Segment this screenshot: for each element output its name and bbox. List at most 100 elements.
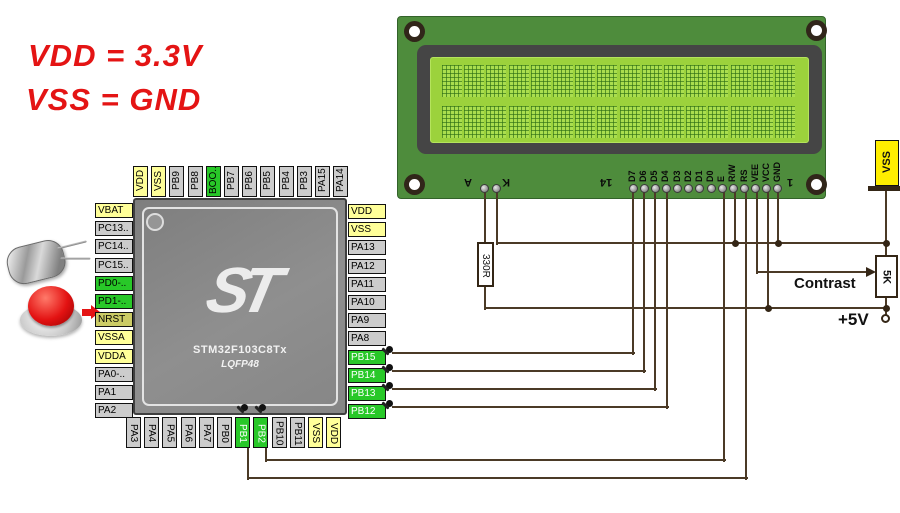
chip-pin-pb4[interactable]: PB4 [278,166,294,197]
chip-pin-pa5[interactable]: PA5 [162,417,178,448]
chip-part-number: STM32F103C8Tx [193,344,287,356]
lcd-pad [762,183,772,193]
lcd-pad [751,183,761,193]
mounting-hole [806,174,827,195]
lcd-cell [664,65,684,97]
lcd-cell [730,65,751,97]
wire-pb15-d7 [632,190,634,355]
chip-pin-vdd[interactable]: VDD [133,166,148,197]
chip-pin-pb3[interactable]: PB3 [296,166,312,197]
chip-pin-pc13[interactable]: PC13.. [95,221,133,237]
chip-pin-pa2[interactable]: PA2 [95,403,133,419]
chip-pin-pa10[interactable]: PA10 [348,295,386,310]
chip-pin-pc14[interactable]: PC14.. [95,239,133,255]
lcd-backlight-cathode-label: K [502,176,510,188]
chip-pin-pd0[interactable]: PD0-.. [95,275,133,291]
chip-pin-pb0[interactable]: PB0 [217,417,232,448]
contrast-potentiometer[interactable]: 5K [875,255,898,298]
vss-annotation: VSS = GND [26,82,202,117]
chip-pin-pa4[interactable]: PA4 [144,417,160,448]
chip-pin-vdd[interactable]: VDD [348,204,386,219]
wire-pb1-rs [247,448,249,480]
chip-pin-nrst[interactable]: NRST [95,312,133,328]
lcd-cell [775,65,795,97]
pot-wiper-arrow-icon [866,267,876,277]
chip-pin-pb8[interactable]: PB8 [187,166,203,197]
chip-pin-vdd[interactable]: VDD [326,417,342,448]
wire-pb12-d4 [392,406,669,408]
chip-pin-boo[interactable]: BOO.. [205,166,221,197]
chip-pin-pa11[interactable]: PA11 [348,276,386,292]
wire-pb14-d6 [392,370,646,372]
button-cap[interactable] [28,286,74,326]
wire-res-5v [485,307,888,309]
chip-pin-pb11[interactable]: PB11 [289,417,305,448]
wire-pb2-e [265,448,267,462]
chip-pin-pb13[interactable]: PB13 [348,386,386,401]
chip-package: LQFP48 [221,359,259,370]
lcd-pin-label-d3: D3 [671,170,682,182]
chip-pin-pd1[interactable]: PD1-.. [95,294,133,309]
chip-pin-pa0[interactable]: PA0-.. [95,366,133,382]
chip-pin-pa12[interactable]: PA12 [348,258,386,274]
nrst-arrow-icon [82,305,100,320]
chip-pin-pc15[interactable]: PC15.. [95,257,133,273]
chip-pin-pa6[interactable]: PA6 [180,417,196,448]
chip-pin-vss[interactable]: VSS [151,166,167,197]
wire-vee-pot [757,271,869,273]
chip-pin-pb9[interactable]: PB9 [169,166,185,197]
reset-button-image[interactable] [20,286,82,338]
chip-pin-vbat[interactable]: VBAT [95,203,133,218]
crystal-leg [60,257,91,260]
wire-a-res [484,190,486,245]
lcd-pad [717,183,727,193]
lcd-cell [553,65,573,97]
lcd-pad [773,183,783,193]
chip-pin-pa7[interactable]: PA7 [198,417,214,448]
chip-pin-pa1[interactable]: PA1 [95,385,133,400]
lcd-pad [661,183,671,193]
chip-pin-pb10[interactable]: PB10 [271,417,287,448]
stm32-chip[interactable]: ST STM32F103C8Tx LQFP48 [133,198,347,415]
lcd-pad [628,183,638,193]
wire-pb13-d5 [654,190,656,391]
lcd-pad [650,183,660,193]
plus5v-terminal-icon [881,314,890,323]
chip-pin-vssa[interactable]: VSSA [95,330,133,346]
chip-pin-pb15[interactable]: PB15 [348,349,386,365]
lcd-cell [752,106,773,138]
chip-pin-pa3[interactable]: PA3 [126,417,141,448]
lcd-pin-label-d6: D6 [638,170,649,182]
pin-header-icon [379,382,393,396]
chip-pin-pb6[interactable]: PB6 [242,166,258,197]
lcd-pad [706,183,716,193]
lcd-cell [619,106,640,138]
chip-pin-pa9[interactable]: PA9 [348,313,386,329]
lcd-cell [775,106,795,138]
wire-junction [882,304,890,312]
chip-pin-pb7[interactable]: PB7 [224,166,239,197]
chip-pin-pb5[interactable]: PB5 [260,166,276,197]
lcd-cell [530,65,551,97]
chip-pin-pa14[interactable]: PA14 [333,166,349,197]
chip-pin-pb1[interactable]: PB1 [235,417,251,448]
lcd-cell [486,65,507,97]
lcd-cell [575,65,596,97]
wire-pb1-rs [745,190,747,480]
wire-pb2-e [266,459,726,461]
chip-pin-pb2[interactable]: PB2 [253,417,269,448]
lcd-cell [464,106,485,138]
lcd-cell [641,106,662,138]
st-logo: ST [200,254,280,326]
chip-pin-pa8[interactable]: PA8 [348,331,386,347]
chip-pin-vdda[interactable]: VDDA [95,348,133,364]
chip-pin-vss[interactable]: VSS [308,417,323,448]
chip-pin-pa15[interactable]: PA15 [315,166,330,197]
chip-pin-pa13[interactable]: PA13 [348,240,386,256]
wire-junction [774,239,782,247]
crystal-leg [57,240,87,250]
lcd-pin-label-rs: RS [738,169,749,182]
wire-vee-pot [756,190,758,274]
chip-pin-vss[interactable]: VSS [348,222,386,238]
